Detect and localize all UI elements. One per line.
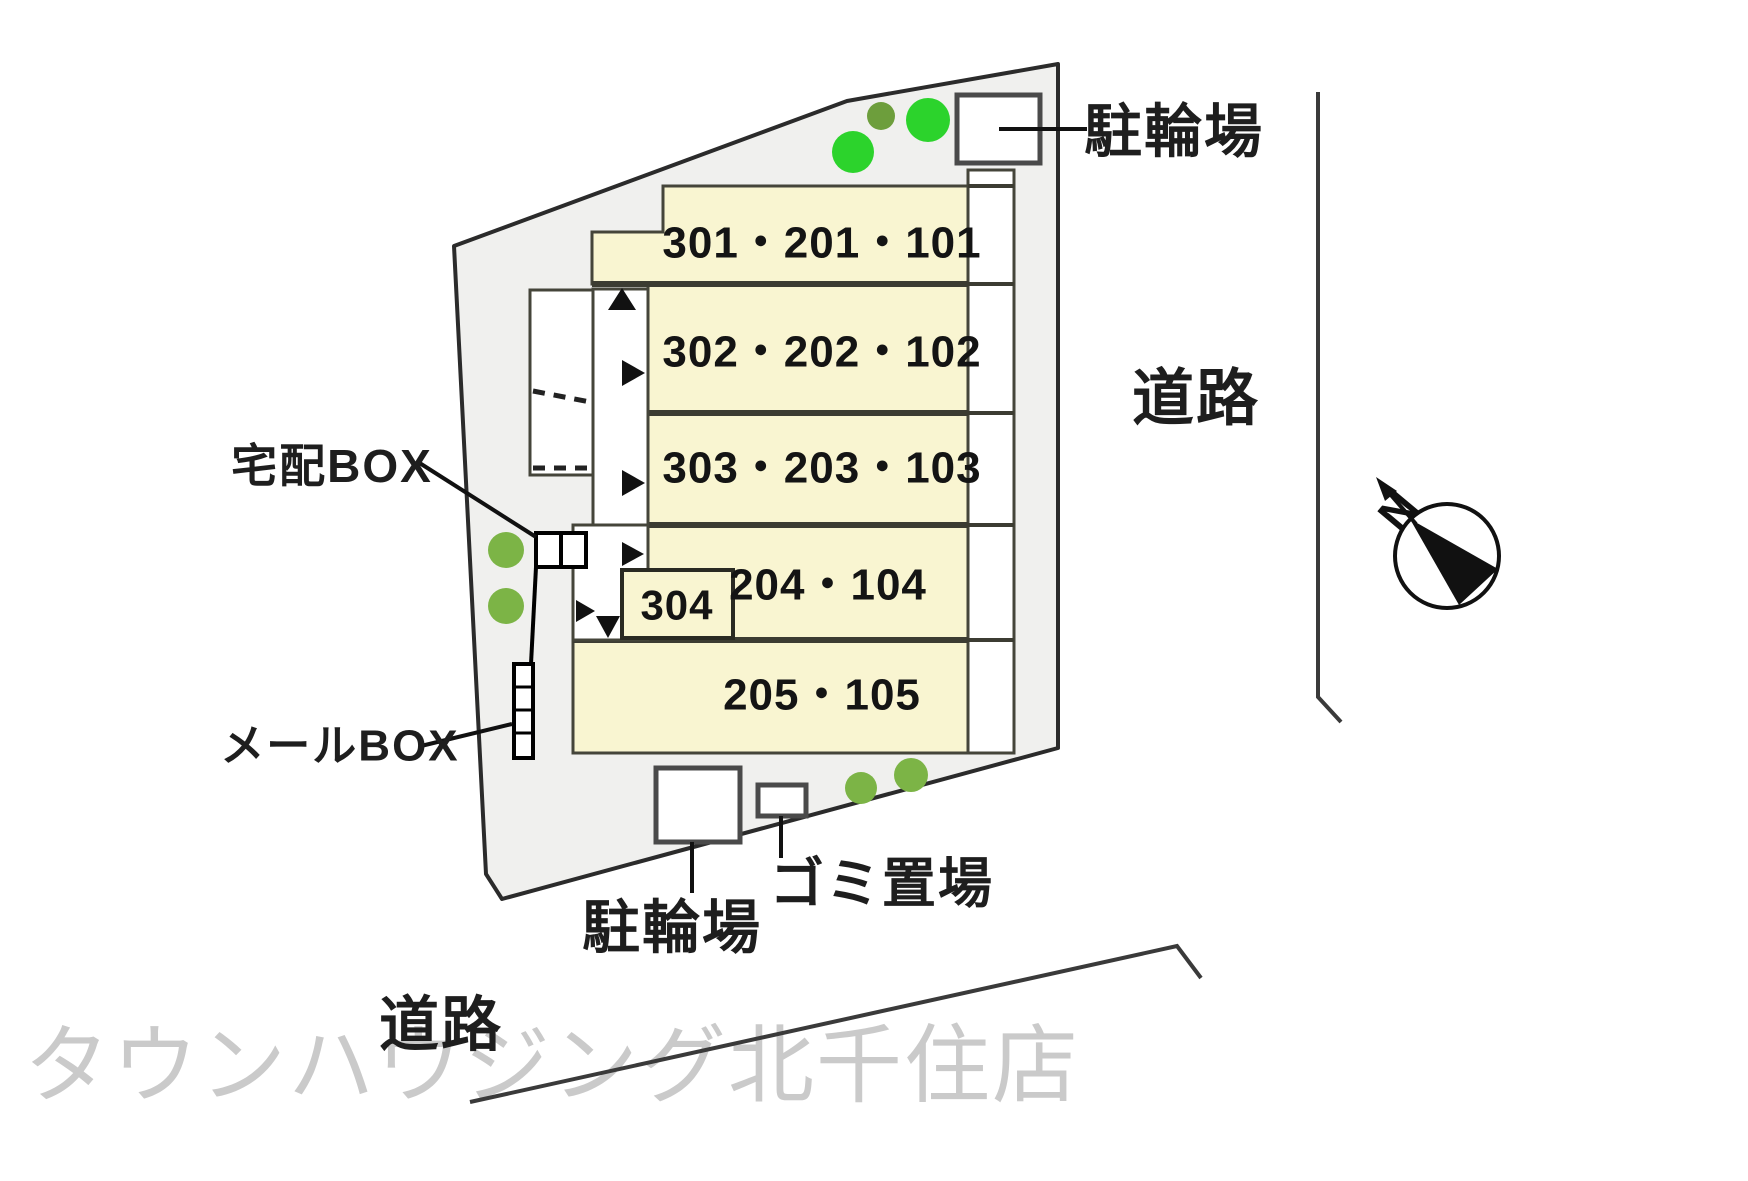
- trees-top: [832, 98, 950, 173]
- leader-delivery-box: [416, 460, 538, 539]
- mail-box: [512, 662, 535, 760]
- arrow-up-icon: [608, 288, 636, 310]
- compass-arrow-line: [1388, 492, 1418, 526]
- arrow-down-icon: [596, 616, 620, 638]
- arrow-right-icon: [576, 600, 595, 622]
- bicycle-parking-bottom-box: [653, 765, 743, 845]
- room-label-302: 302・202・102: [662, 328, 981, 377]
- tree-icon: [488, 532, 524, 568]
- leader-mail-box: [420, 722, 513, 748]
- tree-icon: [867, 102, 895, 130]
- compass-arrowhead-icon: [1376, 477, 1397, 501]
- watermark-text: タウンハウジング北千住店: [24, 1018, 1080, 1114]
- balcony-column: [966, 168, 1016, 755]
- tree-icon: [488, 588, 524, 624]
- road-bottom-line: [469, 943, 1203, 1104]
- road-bottom-label: 道路: [379, 992, 503, 1059]
- annotation-labels: 駐輪場 宅配BOX メールBOX 駐輪場 ゴミ置場 道路 道路: [220, 100, 1264, 1059]
- delivery-box: [529, 531, 588, 665]
- bicycle-parking-top-label: 駐輪場: [1084, 100, 1264, 165]
- arrow-right-icon: [622, 470, 645, 496]
- north-compass: N: [1367, 477, 1501, 610]
- compass-circle: [1393, 502, 1501, 610]
- room-label-303: 303・203・103: [662, 444, 981, 493]
- balcony-dividers: [968, 184, 1014, 642]
- room-304-box: [620, 568, 735, 640]
- arrow-right-icon: [622, 360, 645, 386]
- road-right-line: [1316, 92, 1343, 724]
- bicycle-parking-bottom-label: 駐輪場: [582, 896, 762, 961]
- mail-box-label: メールBOX: [220, 722, 459, 771]
- stair-dashes: [532, 388, 591, 471]
- room-labels: 301・201・101 302・202・102 303・203・103 204・…: [640, 219, 981, 720]
- tree-icon: [832, 131, 874, 173]
- arrow-right-icon: [622, 542, 644, 566]
- trees-bottom: [845, 758, 928, 804]
- tree-icon: [894, 758, 928, 792]
- road-lines: [469, 92, 1343, 1104]
- road-right-label: 道路: [1132, 365, 1260, 434]
- tree-icon: [845, 772, 877, 804]
- room-label-204: 204・104: [729, 561, 927, 610]
- stairwell: [528, 288, 595, 477]
- compass-needle: [1410, 519, 1498, 605]
- leader-lines: [416, 127, 1087, 893]
- entry-arrows: [576, 288, 645, 638]
- room-label-304: 304: [640, 582, 713, 629]
- garbage-label: ゴミ置場: [770, 853, 994, 914]
- trees-left: [488, 532, 524, 624]
- room-label-205: 205・105: [723, 671, 921, 720]
- corridor-upper: [591, 287, 650, 572]
- garbage-box: [755, 782, 809, 819]
- delivery-box-label: 宅配BOX: [231, 440, 433, 492]
- room-label-301: 301・201・101: [662, 219, 981, 268]
- tree-icon: [906, 98, 950, 142]
